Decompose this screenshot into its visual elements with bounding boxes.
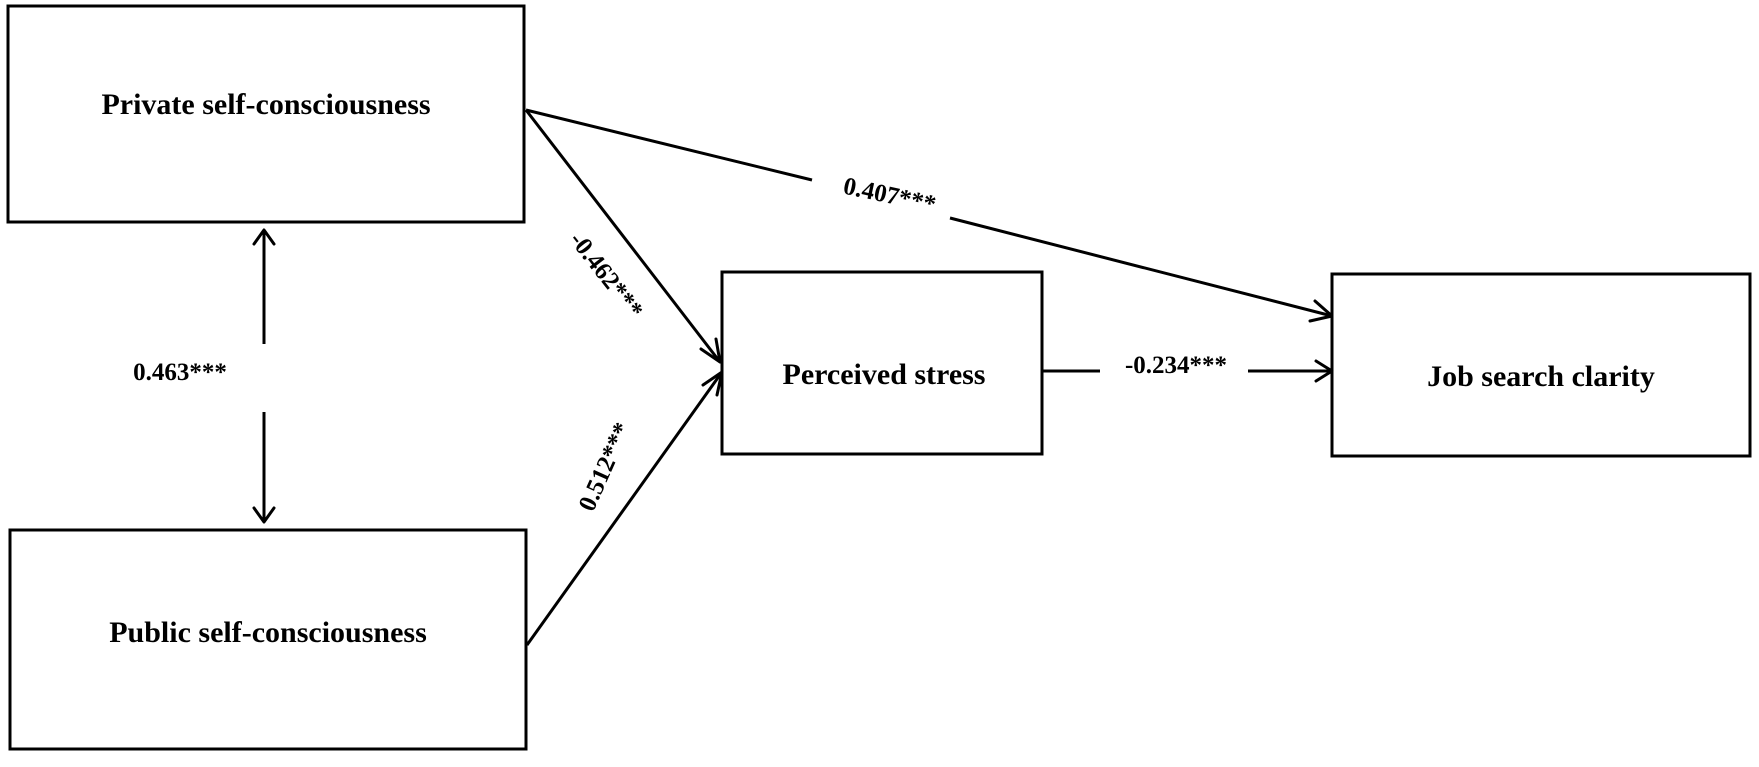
arrowhead-up bbox=[252, 228, 276, 246]
coef-stress-clarity: -0.234*** bbox=[1125, 352, 1227, 379]
node-perceived-stress: Perceived stress bbox=[720, 270, 1044, 456]
arrowhead-public-stress bbox=[701, 370, 724, 397]
node-label-public: Public self-consciousness bbox=[109, 616, 427, 649]
coef-private-public: 0.463*** bbox=[133, 359, 227, 386]
coef-public-stress: 0.512*** bbox=[574, 419, 637, 516]
edge-private-public: 0.463*** bbox=[133, 228, 276, 524]
arrowhead-private-clarity bbox=[1308, 299, 1334, 323]
node-job-search-clarity: Job search clarity bbox=[1330, 272, 1752, 458]
node-label-private: Private self-consciousness bbox=[101, 88, 430, 121]
coef-private-stress: -0.462*** bbox=[564, 227, 648, 324]
node-private-self-consciousness: Private self-consciousness bbox=[6, 4, 526, 224]
node-label-stress: Perceived stress bbox=[783, 358, 986, 391]
edge-public-stress: 0.512*** bbox=[525, 370, 724, 646]
arrowhead-stress-clarity bbox=[1314, 359, 1334, 383]
coef-private-clarity: 0.407*** bbox=[841, 173, 938, 219]
edge-stress-clarity: -0.234*** bbox=[1042, 352, 1334, 383]
arrowhead-private-stress bbox=[699, 337, 722, 364]
node-public-self-consciousness: Public self-consciousness bbox=[8, 528, 528, 751]
edge-private-stress: -0.462*** bbox=[524, 109, 722, 364]
arrowhead-down bbox=[252, 506, 276, 524]
node-label-clarity: Job search clarity bbox=[1427, 360, 1655, 393]
